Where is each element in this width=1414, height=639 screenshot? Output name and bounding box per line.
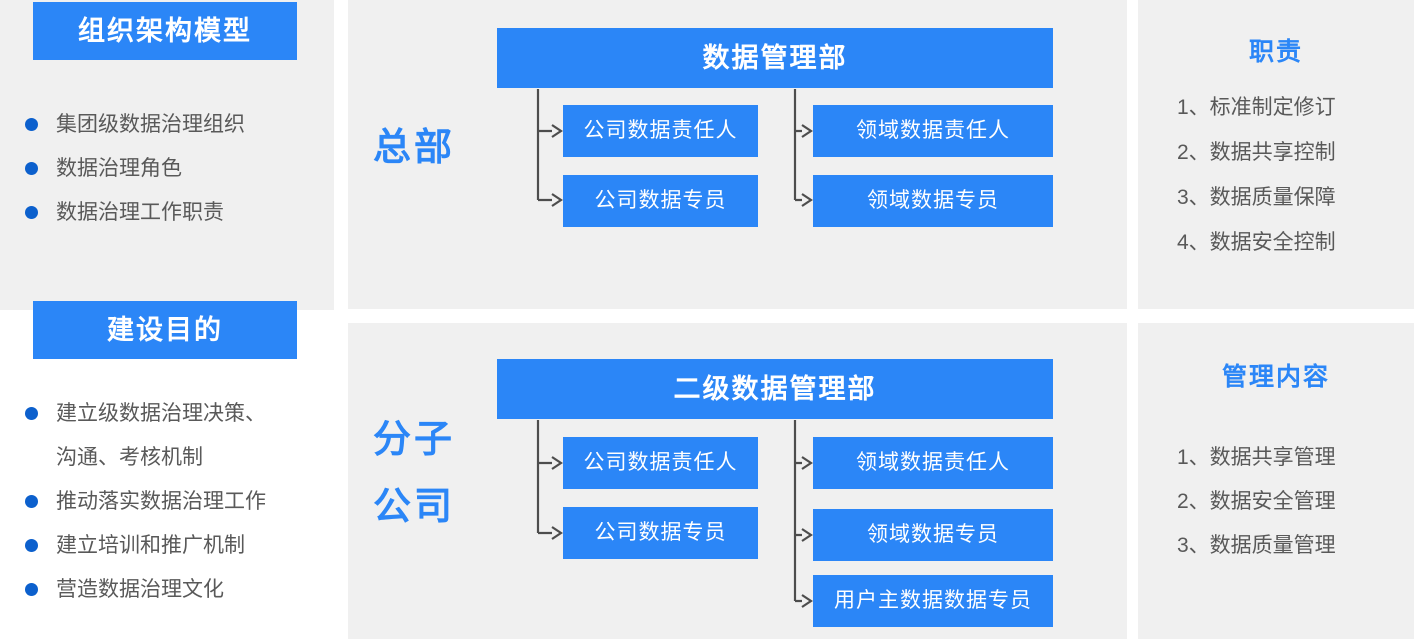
list-item: 建立培训和推广机制 bbox=[25, 524, 286, 568]
bullet-icon bbox=[25, 162, 38, 175]
purpose-list: 建立级数据治理决策、沟通、考核机制 推动落实数据治理工作 建立培训和推广机制 营… bbox=[25, 392, 286, 612]
list-item: 数据治理角色 bbox=[25, 147, 245, 191]
panel-mgmt bbox=[1138, 323, 1414, 639]
bullet-icon bbox=[25, 206, 38, 219]
org-role-box: 领域数据责任人 bbox=[813, 105, 1053, 157]
bullet-icon bbox=[25, 495, 38, 508]
mgmt-list: 1、数据共享管理 2、数据安全管理 3、数据质量管理 bbox=[1177, 436, 1336, 568]
list-item: 2、数据安全管理 bbox=[1177, 490, 1336, 513]
list-item: 推动落实数据治理工作 bbox=[25, 480, 286, 524]
list-item: 3、数据质量保障 bbox=[1177, 186, 1336, 209]
org-role-box: 公司数据专员 bbox=[563, 175, 758, 227]
duty-list: 1、标准制定修订 2、数据共享控制 3、数据质量保障 4、数据安全控制 bbox=[1177, 85, 1336, 265]
bullet-icon bbox=[25, 583, 38, 596]
list-item: 营造数据治理文化 bbox=[25, 568, 286, 612]
list-item: 1、标准制定修订 bbox=[1177, 96, 1336, 119]
duty-title: 职责 bbox=[1248, 38, 1303, 66]
org-role-box: 公司数据专员 bbox=[563, 507, 758, 559]
org-role-box: 公司数据责任人 bbox=[563, 105, 758, 157]
hq-dept-box: 数据管理部 bbox=[497, 28, 1053, 88]
list-item: 2、数据共享控制 bbox=[1177, 141, 1336, 164]
org-role-box: 领域数据专员 bbox=[813, 509, 1053, 561]
model-list: 集团级数据治理组织 数据治理角色 数据治理工作职责 bbox=[25, 103, 245, 235]
sub-dept-box: 二级数据管理部 bbox=[497, 359, 1053, 419]
hq-label: 总部 bbox=[373, 127, 456, 169]
panel-duty bbox=[1138, 0, 1414, 309]
list-item: 集团级数据治理组织 bbox=[25, 103, 245, 147]
bullet-icon bbox=[25, 118, 38, 131]
org-role-box: 领域数据责任人 bbox=[813, 437, 1053, 489]
mgmt-title: 管理内容 bbox=[1221, 363, 1330, 391]
list-item: 4、数据安全控制 bbox=[1177, 231, 1336, 254]
section-title-purpose: 建设目的 bbox=[33, 301, 297, 359]
sub-label: 分子 公司 bbox=[373, 419, 456, 528]
org-role-box: 公司数据责任人 bbox=[563, 437, 758, 489]
org-role-box: 用户主数据数据专员 bbox=[813, 575, 1053, 627]
bullet-icon bbox=[25, 407, 38, 420]
list-item: 数据治理工作职责 bbox=[25, 191, 245, 235]
bullet-icon bbox=[25, 539, 38, 552]
list-item: 建立级数据治理决策、沟通、考核机制 bbox=[25, 392, 286, 480]
list-item: 1、数据共享管理 bbox=[1177, 446, 1336, 469]
section-title-model: 组织架构模型 bbox=[33, 2, 297, 60]
list-item: 3、数据质量管理 bbox=[1177, 534, 1336, 557]
org-role-box: 领域数据专员 bbox=[813, 175, 1053, 227]
